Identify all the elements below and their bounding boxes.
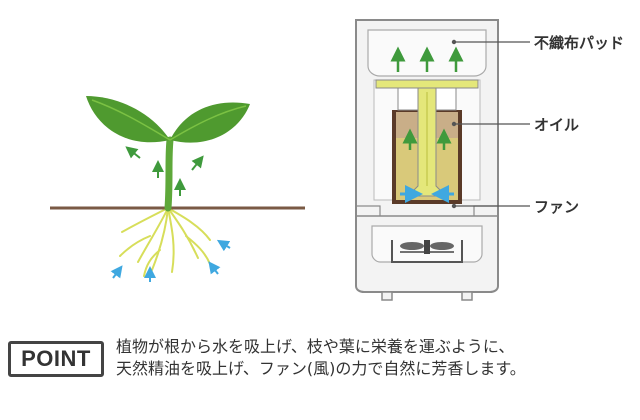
point-caption: 植物が根から水を吸上げ、枝や葉に栄養を運ぶように、 天然精油を吸上げ、ファン(風… — [116, 336, 636, 380]
pad-holder — [375, 79, 479, 89]
plant-nutrient-arrows — [125, 146, 204, 196]
diffuser-diagram: 不織布パッド オイル ファン — [50, 19, 624, 301]
device-oil-arrows — [402, 128, 452, 150]
plant-stem — [164, 136, 174, 212]
label-pad: 不織布パッド — [534, 34, 624, 52]
callouts: 不織布パッド オイル ファン — [451, 34, 624, 216]
caption-line-1: 植物が根から水を吸上げ、枝や葉に栄養を運ぶように、 — [116, 337, 515, 356]
caption-line-2: 天然精油を吸上げ、ファン(風)の力で自然に芳香します。 — [116, 359, 526, 378]
plant-roots — [119, 207, 211, 277]
point-badge: POINT — [8, 341, 104, 377]
left-leaf — [86, 96, 170, 143]
device-aroma-arrows-top — [390, 46, 464, 72]
diffuser-device — [355, 19, 499, 301]
plant-water-arrows — [110, 239, 231, 282]
fan-icon — [391, 240, 463, 263]
plant-illustration — [50, 96, 305, 282]
label-oil: オイル — [534, 116, 579, 134]
label-fan: ファン — [534, 198, 579, 216]
right-leaf — [170, 102, 250, 143]
